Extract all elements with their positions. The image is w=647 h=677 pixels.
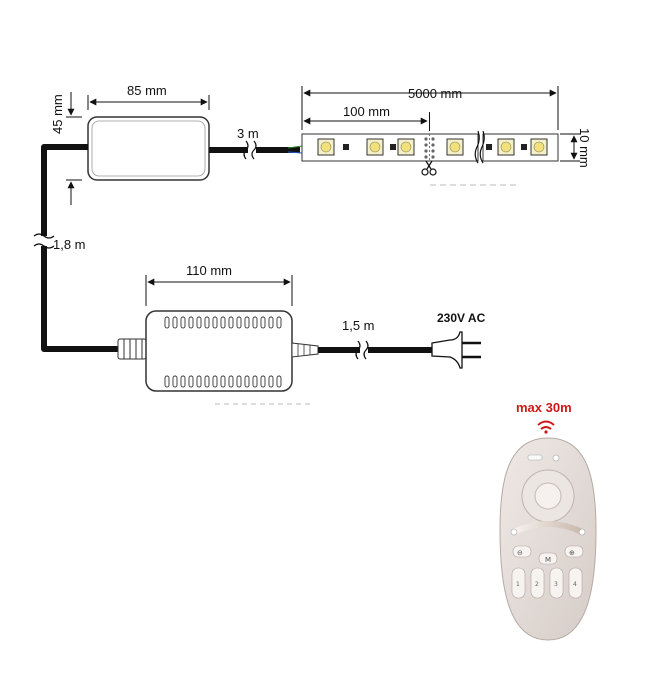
psu-width-label: 110 mm: [186, 263, 232, 278]
strip-cut-pads: [424, 137, 435, 159]
psu-vent-slot: [196, 375, 202, 388]
psu-vent-slot: [212, 375, 218, 388]
controller-height-label: 45 mm: [50, 94, 65, 134]
plug-icon: 230V AC: [431, 311, 486, 369]
power-supply: [117, 310, 319, 405]
wheel-center-button: [534, 482, 562, 510]
strip-break-mark-icon: [474, 130, 480, 164]
psu-vent-slot: [220, 375, 226, 388]
speed-down-button: ⊖: [512, 545, 532, 558]
psu-vent-slot: [236, 316, 242, 329]
strip-resistor: [486, 144, 492, 150]
psu-vent-slot: [204, 375, 210, 388]
psu-vent-slot: [268, 316, 274, 329]
speed-down-label: ⊖: [517, 549, 523, 557]
strip-led: [497, 138, 515, 156]
psu-vent-slot: [180, 375, 186, 388]
psu-vent-slot: [244, 375, 250, 388]
psu-vent-slot: [164, 375, 170, 388]
strip-segment-label: 100 mm: [343, 104, 390, 119]
zone-buttons: 1 2 3 4: [511, 567, 583, 599]
strip-length-label: 5000 mm: [408, 86, 462, 101]
psu-vent-slot: [244, 316, 250, 329]
psu-vent-slot: [204, 316, 210, 329]
psu-vents-top: [164, 316, 282, 329]
psu-vent-slot: [252, 316, 258, 329]
remote-control: max 30m ⊖ M ⊕ 1 2 3 4: [499, 400, 597, 641]
speed-up-button: ⊕: [564, 545, 584, 558]
psu-vent-slot: [268, 375, 274, 388]
psu-vent-slot: [276, 316, 282, 329]
strip-resistor: [343, 144, 349, 150]
psu-vent-slot: [196, 316, 202, 329]
mains-cable: 1,5 m: [318, 318, 432, 360]
controller-cable-label: 3 m: [237, 126, 259, 141]
psu-vent-slot: [276, 375, 282, 388]
zone-button: 2: [530, 567, 545, 599]
psu-vent-slot: [172, 316, 178, 329]
cable-break-mark-icon: [33, 233, 55, 239]
controller-width-label: 85 mm: [127, 83, 167, 98]
controller-box: [87, 116, 210, 181]
strip-led: [317, 138, 335, 156]
controller-height-dimension: 45 mm: [50, 92, 82, 205]
link-cable: 1,8 m: [33, 144, 122, 352]
strip-led: [366, 138, 384, 156]
brightness-slider: [511, 521, 585, 535]
power-on-button: [552, 454, 560, 462]
mode-button: M: [538, 552, 558, 565]
zone-label: 3: [554, 581, 558, 588]
psu-vent-slot: [260, 375, 266, 388]
led-strip: [301, 130, 559, 186]
psu-vents-bottom: [164, 375, 282, 388]
psu-vent-slot: [252, 375, 258, 388]
psu-vent-slot: [188, 316, 194, 329]
strip-led: [446, 138, 464, 156]
psu-vent-slot: [180, 316, 186, 329]
zone-button: 1: [511, 567, 526, 599]
strip-led: [530, 138, 548, 156]
wifi-signal-icon: [537, 420, 555, 434]
scissors-icon: [421, 160, 437, 176]
strip-width-label: 10 mm: [577, 128, 592, 168]
psu-vent-slot: [212, 316, 218, 329]
strip-led: [397, 138, 415, 156]
voltage-label: 230V AC: [437, 311, 486, 325]
zone-label: 1: [516, 581, 520, 588]
zone-button: 3: [549, 567, 564, 599]
psu-vent-slot: [164, 316, 170, 329]
psu-width-dimension: 110 mm: [145, 263, 293, 306]
speed-up-label: ⊕: [569, 549, 575, 557]
power-off-button: [527, 454, 543, 461]
strip-resistor: [390, 144, 396, 150]
controller-strip-cable: 3 m: [209, 126, 303, 160]
zone-button: 4: [568, 567, 583, 599]
controller-width-dimension: 85 mm: [87, 83, 210, 110]
psu-vent-slot: [228, 316, 234, 329]
strip-segment-dimension: 100 mm: [303, 104, 430, 131]
psu-vent-slot: [236, 375, 242, 388]
strip-resistor: [521, 144, 527, 150]
mode-label: M: [545, 556, 551, 564]
remote-range-label: max 30m: [516, 400, 572, 415]
link-cable-label: 1,8 m: [53, 237, 86, 252]
psu-vent-slot: [228, 375, 234, 388]
strip-width-dimension: 10 mm: [560, 128, 592, 168]
zone-label: 2: [535, 581, 539, 588]
psu-vent-slot: [172, 375, 178, 388]
mains-cable-label: 1,5 m: [342, 318, 375, 333]
psu-vent-slot: [188, 375, 194, 388]
psu-vent-slot: [220, 316, 226, 329]
strip-length-dimension: 5000 mm: [301, 86, 559, 130]
psu-vent-slot: [260, 316, 266, 329]
zone-label: 4: [573, 581, 577, 588]
